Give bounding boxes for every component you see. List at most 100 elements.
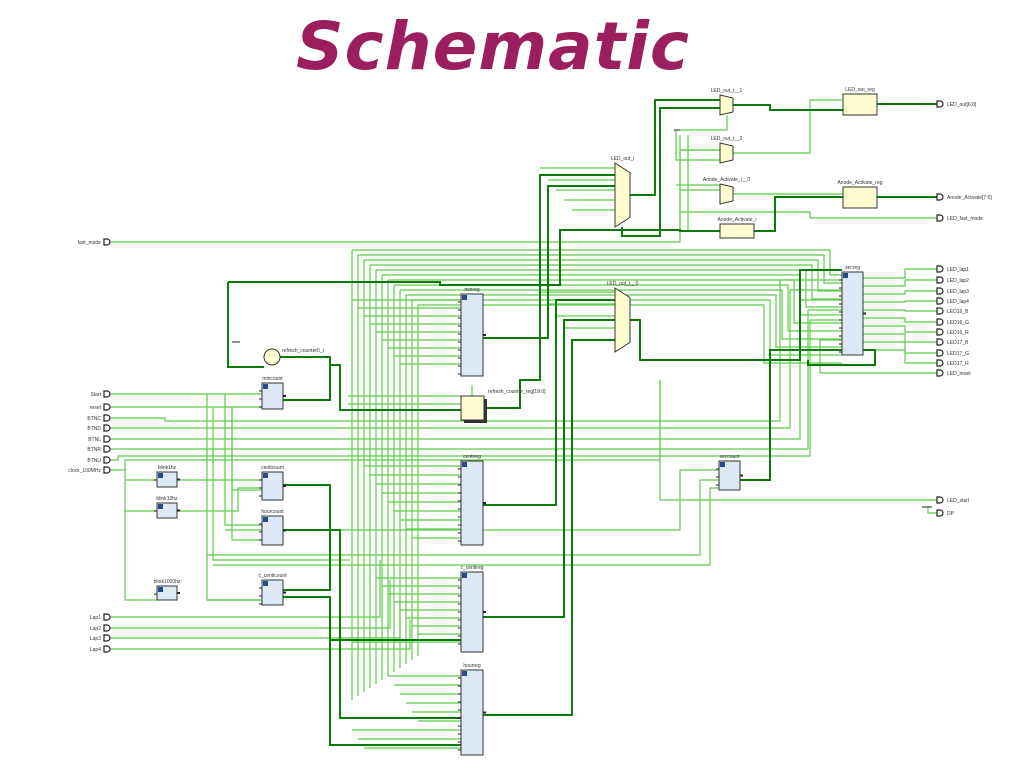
port-icon [936,328,944,336]
port-label: LED_out[6:0] [947,102,977,108]
bus-wire [630,99,720,196]
cell-refresh-counter0-i [263,348,281,366]
port-label: fast_mode [78,240,102,246]
clock-marker-icon [263,384,268,389]
cell-label: Anode_Activate_i__0 [703,177,750,183]
port-label: Start [90,392,101,398]
port-label: DP [947,511,955,517]
net-wire [659,380,937,501]
cell-label: blink1000hz [154,579,181,585]
net-wire [388,279,842,324]
cell-label: blink1hz [158,465,177,471]
mux-shape [614,162,631,228]
port-icon [936,307,944,315]
net-wire [370,264,842,300]
port-label: LED_lap3 [947,289,969,295]
cell-refresh-counter-reg-19-0- [460,395,487,423]
output-port-led16-r [936,328,944,336]
wire-layer [110,99,937,749]
cell-seccount [716,460,743,491]
net-wire [110,319,842,461]
net-wire [224,394,262,526]
net-wire [418,304,842,364]
input-port-btnu [103,456,111,464]
bus-wire [228,229,720,286]
port-icon [936,214,944,222]
net-wire [863,341,937,354]
bus-wire [227,282,264,368]
bus-wire [483,299,615,506]
net-wire [863,290,937,295]
output-port-led-lap2 [936,276,944,284]
port-icon [936,318,944,326]
cell-centireg [458,460,486,546]
port-icon [103,456,111,464]
logic-box [719,223,755,239]
cell-blink10hz [154,502,180,519]
bus-wire [807,349,876,366]
adder-circle [263,348,281,366]
bus-wire [484,174,615,409]
net-wire [863,300,937,303]
net-wire [863,333,937,343]
mux-shape [614,287,631,353]
bus-wire [283,484,331,591]
port-label: LED17_B [947,340,969,346]
cell-hourreg [458,669,486,756]
register-box [460,460,484,546]
port-icon [103,390,111,398]
input-port-clock_100mhz [103,466,111,474]
bus-wire [754,196,843,232]
cell-label: c_centicount [258,573,287,579]
net-wire [675,130,720,161]
output-port-led16-g [936,318,944,326]
port-label: Lap4 [90,647,101,653]
clock-marker-icon [462,462,467,467]
output-port-led17-g [936,349,944,357]
cell-label: seccount [719,454,740,460]
mux-shape [719,142,734,164]
port-label: BTND [87,426,101,432]
port-label: LED16_G [947,320,969,326]
port-icon [103,424,111,432]
output-port-led-lap1 [936,265,944,273]
port-icon [103,414,111,422]
clock-marker-icon [158,473,163,478]
cell-led-out-i [614,162,631,228]
clock-marker-icon [462,573,467,578]
cell-anode-activate-reg [842,186,878,209]
register-box [460,293,484,377]
output-port-led-reset [936,369,944,377]
cell-label: LED_out_i__1 [711,88,743,94]
cell-secreg [839,271,866,356]
register-box [841,271,864,356]
net-wire [376,269,842,308]
bus-wire [330,364,461,411]
port-icon [936,349,944,357]
port-icon [103,466,111,474]
net-wire [110,469,157,601]
bus-wire [740,349,842,481]
net-wire [863,309,937,312]
output-port-led-start [936,496,944,504]
cell-label: hourcount [261,509,284,515]
port-label: LED_lap2 [947,278,969,284]
input-port-reset [103,403,111,411]
net-wire [177,487,262,512]
port-icon [936,287,944,295]
input-port-lap4 [103,645,111,653]
input-port-start [103,390,111,398]
port-label: LED_start [947,498,970,504]
input-port-btnd [103,424,111,432]
clock-marker-icon [462,295,467,300]
cell-label: c_centireg [460,565,483,571]
cell-minreg [458,293,486,377]
net-wire [680,115,728,131]
port-label: LED16_B [947,309,969,315]
net-wire [110,560,381,618]
port-icon [103,238,111,246]
port-icon [936,276,944,284]
cell-label: refresh_counter_reg[19:0] [488,389,546,395]
port-label: LED_fast_mode [947,216,983,222]
